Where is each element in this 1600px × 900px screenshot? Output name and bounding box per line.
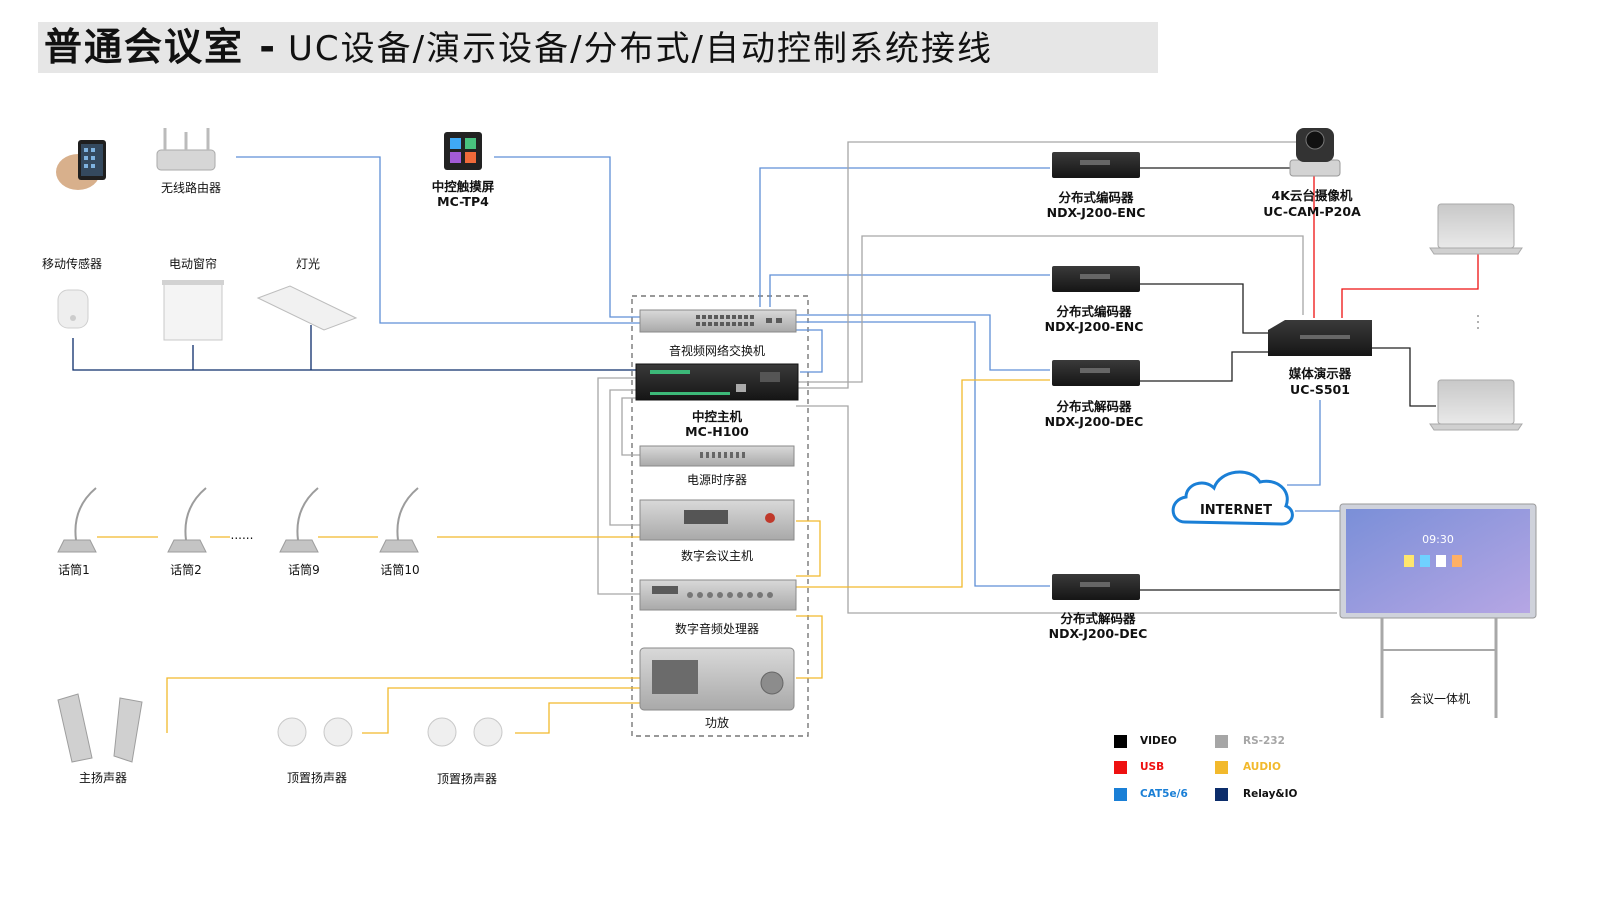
controller-model: MC-H100 <box>685 424 749 439</box>
light-label: 灯光 <box>295 257 320 271</box>
encoder-1-label: 分布式编码器 <box>1058 190 1134 205</box>
decoder-2-label: 分布式解码器 <box>1060 611 1136 626</box>
legend-swatch-rs232 <box>1215 735 1228 748</box>
decoder-2-model: NDX-J200-DEC <box>1048 626 1148 641</box>
camera-model: UC-CAM-P20A <box>1263 204 1361 219</box>
laptop-1-icon <box>1429 203 1523 255</box>
mic-1-label: 话筒1 <box>58 563 90 577</box>
router-icon <box>156 128 216 171</box>
media-presenter-label: 媒体演示器 <box>1288 366 1352 381</box>
decoder-2-device <box>1052 574 1140 600</box>
power-sequencer-label: 电源时序器 <box>686 473 747 487</box>
usb-lines <box>1313 176 1479 318</box>
microphone-icons <box>57 487 419 553</box>
switch-label: 音视频网络交换机 <box>668 344 765 358</box>
ceiling-speaker-2-label: 顶置扬声器 <box>436 772 497 786</box>
conference-host-label: 数字会议主机 <box>680 549 753 563</box>
legend-label-relay: Relay&IO <box>1243 788 1298 800</box>
cat-lines <box>236 156 1340 587</box>
legend-label-usb: USB <box>1140 761 1165 773</box>
laptop-2-icon <box>1429 379 1523 431</box>
amplifier-device <box>639 647 795 711</box>
curtain-icon <box>162 280 224 341</box>
media-presenter-device <box>1268 320 1372 356</box>
curtain-label: 电动窗帘 <box>168 257 217 271</box>
conference-display-device <box>1339 503 1537 718</box>
audio-processor-device <box>639 579 797 611</box>
display-label: 会议一体机 <box>1409 692 1470 706</box>
encoder-2-model: NDX-J200-ENC <box>1044 319 1144 334</box>
ceiling-speaker-icons <box>277 717 503 747</box>
legend-swatch-audio <box>1215 761 1228 774</box>
controller-label: 中控主机 <box>691 409 742 424</box>
mic-10-label: 话筒10 <box>380 563 420 577</box>
encoder-1-device <box>1052 152 1140 178</box>
power-sequencer-device <box>639 445 795 467</box>
touch-screen-icon <box>444 132 482 170</box>
encoder-2-device <box>1052 266 1140 292</box>
legend-swatch-relay <box>1215 788 1228 801</box>
legend-swatch-usb <box>1114 761 1127 774</box>
internet-cloud-icon <box>1171 470 1294 526</box>
page-subtitle: UC设备/演示设备/分布式/自动控制系统接线 <box>288 29 993 69</box>
legend-label-cat: CAT5e/6 <box>1140 788 1188 800</box>
display-clock: 09:30 <box>1422 533 1454 546</box>
camera-label: 4K云台摄像机 <box>1271 188 1353 203</box>
title-bar <box>38 22 1158 73</box>
legend-swatch-video <box>1114 735 1127 748</box>
touch-screen-label: 中控触摸屏 <box>431 179 495 194</box>
encoder-2-label: 分布式编码器 <box>1056 304 1132 319</box>
light-panel-icon <box>256 285 358 331</box>
mobile-phone-icon <box>56 140 106 190</box>
touch-screen-model: MC-TP4 <box>437 194 489 209</box>
mic-2-label: 话筒2 <box>170 563 202 577</box>
network-switch-device <box>639 309 797 333</box>
amplifier-label: 功放 <box>704 716 729 730</box>
video-lines <box>1140 167 1436 591</box>
page-title: 普通会议室 - <box>44 25 278 69</box>
decoder-1-label: 分布式解码器 <box>1056 399 1132 414</box>
decoder-1-model: NDX-J200-DEC <box>1044 414 1144 429</box>
legend-swatch-cat <box>1114 788 1127 801</box>
ceiling-speaker-1-label: 顶置扬声器 <box>286 771 347 785</box>
audio-lines <box>97 379 1050 734</box>
motion-sensor-icon <box>57 289 89 329</box>
legend-label-audio: AUDIO <box>1243 761 1281 773</box>
legend-label-rs232: RS-232 <box>1243 735 1285 747</box>
conference-host-device <box>639 499 795 541</box>
internet-label: INTERNET <box>1199 503 1273 518</box>
rack-enclosure <box>631 295 809 737</box>
relay-io-lines <box>72 325 636 371</box>
decoder-1-device <box>1052 360 1140 386</box>
camera-icon <box>1289 128 1341 177</box>
mic-9-label: 话筒9 <box>288 563 320 577</box>
router-label: 无线路由器 <box>160 181 221 195</box>
motion-sensor-label: 移动传感器 <box>41 257 102 271</box>
media-presenter-model: UC-S501 <box>1290 382 1350 397</box>
audio-processor-label: 数字音频处理器 <box>674 622 759 636</box>
controller-device <box>635 363 799 401</box>
laptop-ellipsis <box>1477 315 1479 329</box>
main-speaker-icons <box>57 693 143 763</box>
mic-ellipsis: ...... <box>230 528 254 542</box>
legend-label-video: VIDEO <box>1140 735 1177 747</box>
main-speaker-label: 主扬声器 <box>78 771 127 785</box>
encoder-1-model: NDX-J200-ENC <box>1046 205 1146 220</box>
